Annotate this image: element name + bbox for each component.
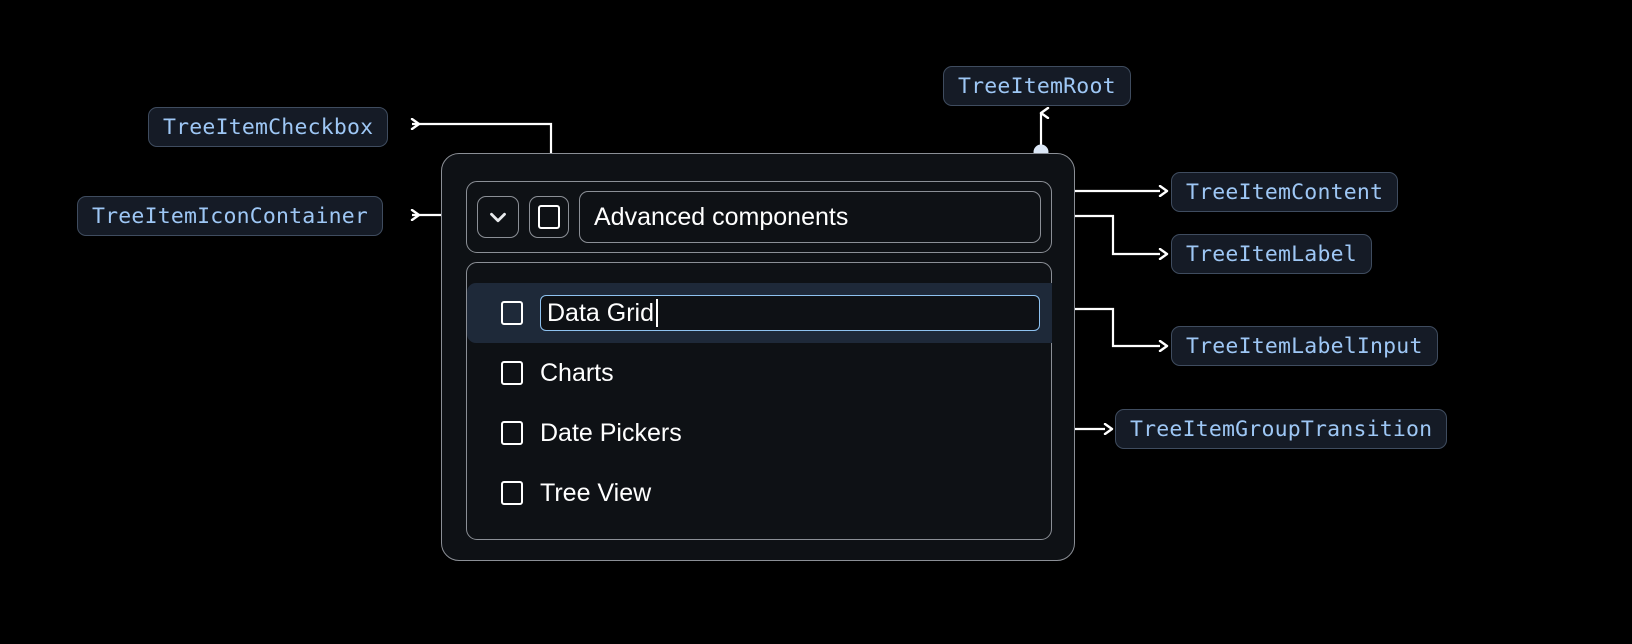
tree-item-label[interactable]: Advanced components — [579, 191, 1041, 243]
annotation-chip-tree-item-group-transition: TreeItemGroupTransition — [1115, 409, 1448, 449]
annotation-chip-tree-item-label: TreeItemLabel — [1171, 234, 1372, 274]
tree-item-row-data-grid[interactable]: Data Grid — [467, 283, 1052, 343]
annotation-chip-tree-item-content: TreeItemContent — [1171, 172, 1399, 212]
annotation-chip-tree-item-root: TreeItemRoot — [943, 66, 1131, 106]
tree-item-label: Tree View — [540, 478, 652, 507]
checkbox-square-icon[interactable] — [501, 301, 523, 325]
annotation-chip-tree-item-checkbox: TreeItemCheckbox — [148, 107, 389, 147]
annotation-chip-tree-item-icon-container: TreeItemIconContainer — [77, 196, 384, 236]
tree-item-row-tree-view[interactable]: Tree View — [467, 463, 1051, 523]
tree-item-label: Charts — [540, 358, 614, 387]
checkbox-square-icon[interactable] — [501, 421, 523, 445]
tree-item-label: Date Pickers — [540, 418, 682, 447]
tree-item-group-transition: Data Grid Charts Date Pickers Tree View — [466, 262, 1052, 540]
text-cursor — [655, 299, 658, 327]
tree-item-content[interactable]: Advanced components — [466, 181, 1052, 253]
checkbox-square-icon[interactable] — [501, 361, 523, 385]
tree-item-label-input[interactable]: Data Grid — [540, 295, 1040, 331]
tree-item-root[interactable]: Advanced components Data Grid Charts Dat… — [441, 153, 1075, 561]
tree-item-row-charts[interactable]: Charts — [467, 343, 1051, 403]
tree-item-icon-container[interactable] — [477, 196, 519, 238]
tree-item-row-date-pickers[interactable]: Date Pickers — [467, 403, 1051, 463]
tree-item-checkbox[interactable] — [529, 196, 569, 238]
annotation-chip-tree-item-label-input: TreeItemLabelInput — [1171, 326, 1438, 366]
checkbox-square-icon — [538, 205, 560, 229]
checkbox-square-icon[interactable] — [501, 481, 523, 505]
chevron-down-icon — [490, 212, 506, 223]
